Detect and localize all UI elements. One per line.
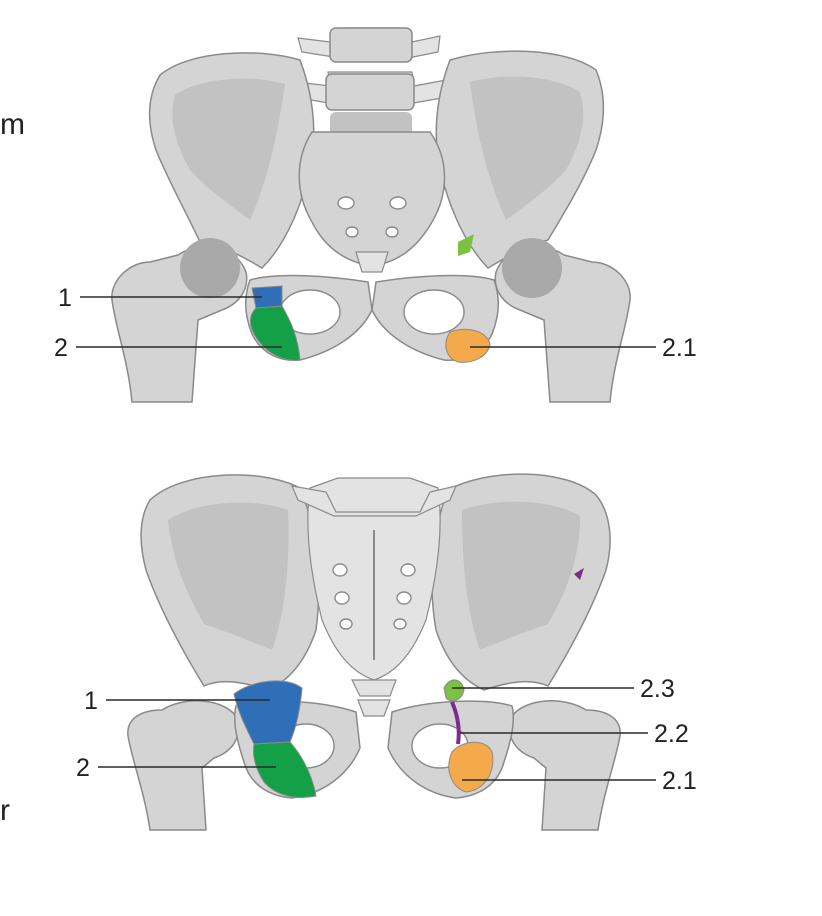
- label-2-3: 2.3: [640, 675, 675, 703]
- right-femur-posterior: [508, 700, 621, 831]
- region-2-3-lime-posterior: [443, 679, 465, 702]
- region-lime-anterior: [458, 234, 474, 256]
- label-1: 1: [84, 687, 98, 715]
- label-2: 2: [54, 334, 68, 362]
- region-2-green-anterior: [249, 305, 301, 361]
- anterior-labels: 1 2 2.1: [54, 284, 697, 362]
- edge-text-bottom: r: [0, 794, 10, 827]
- region-2-1-orange-anterior: [445, 328, 491, 363]
- label-2: 2: [76, 754, 90, 782]
- label-1: 1: [58, 284, 72, 312]
- label-2-1: 2.1: [662, 767, 697, 795]
- pelvis-posterior-view: [127, 473, 621, 831]
- label-2-1: 2.1: [662, 334, 697, 362]
- region-2-2-purple-posterior: [450, 701, 461, 745]
- edge-text-top: m: [0, 108, 25, 141]
- label-2-2: 2.2: [654, 720, 689, 748]
- coccyx: [351, 679, 397, 717]
- region-2-green-posterior: [253, 741, 317, 798]
- pelvis-anterior-view: [111, 27, 631, 403]
- region-1-blue-posterior: [233, 680, 303, 745]
- left-femur-posterior: [127, 700, 240, 831]
- lumbar-vertebrae: [295, 27, 447, 136]
- region-purple-iliac-crest: [574, 568, 584, 580]
- sacrum-anterior: [298, 131, 446, 267]
- posterior-labels: 1 2 2.3 2.2 2.1: [76, 675, 697, 795]
